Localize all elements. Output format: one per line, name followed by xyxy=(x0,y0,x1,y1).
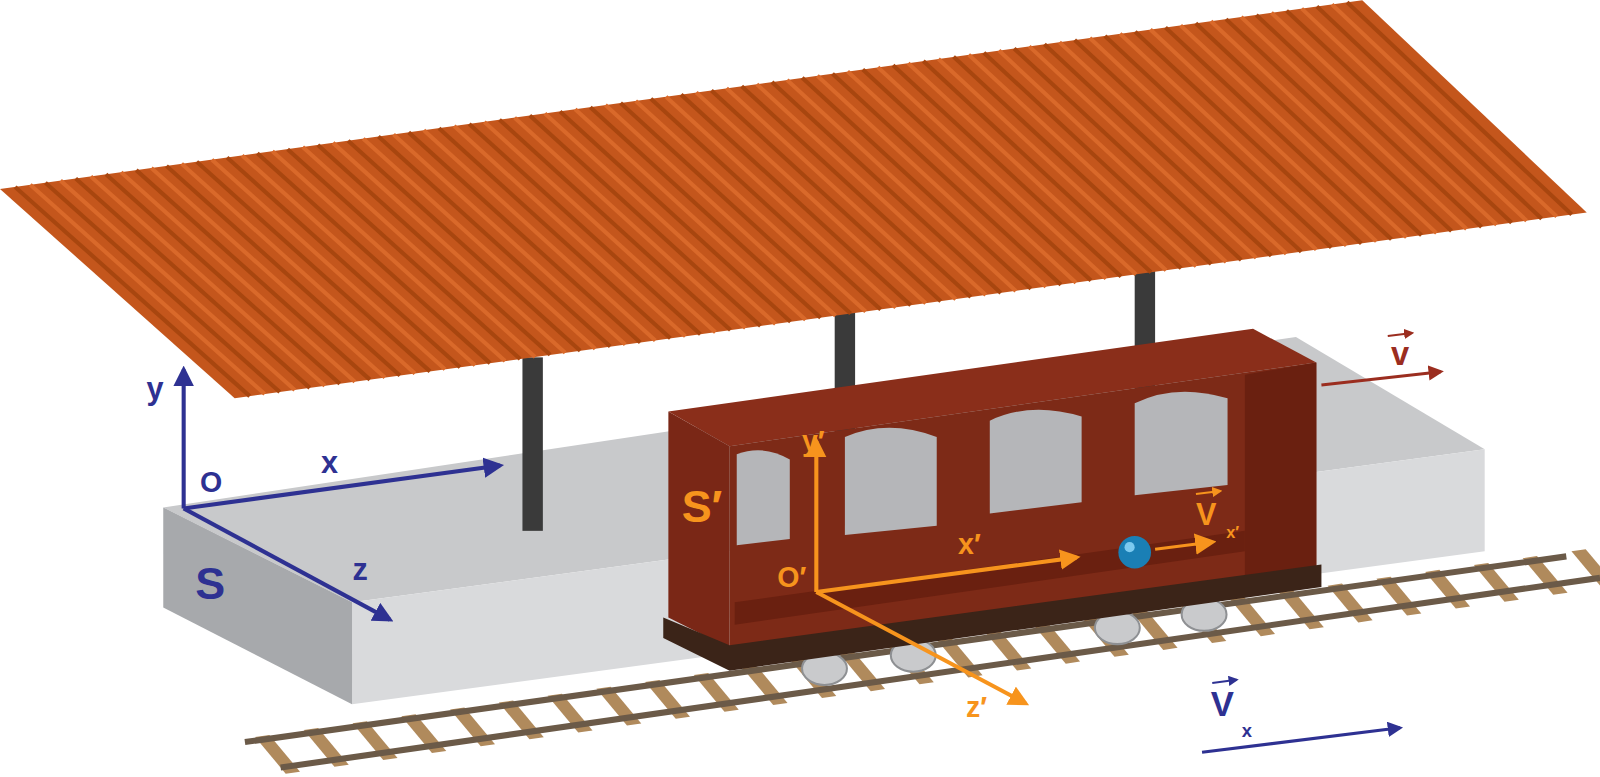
vector-label: V xyxy=(1196,499,1216,530)
frame-label: S xyxy=(195,561,225,606)
vector-label: V xyxy=(1211,687,1234,722)
roof xyxy=(0,0,1587,398)
car-open-end xyxy=(1245,362,1316,576)
roof-post xyxy=(522,357,542,530)
velocity-arrow xyxy=(1155,542,1212,549)
axis-label: z xyxy=(353,554,368,585)
origin-label: O xyxy=(200,467,222,496)
subscript: x xyxy=(1242,721,1252,739)
axes-s-prime xyxy=(816,441,1076,703)
ball-highlight xyxy=(1124,542,1134,552)
axes-s xyxy=(184,370,500,620)
car-windows xyxy=(737,392,1228,545)
origin-label: O′ xyxy=(777,562,806,591)
vector-marks xyxy=(1196,333,1412,683)
axis-label: x xyxy=(321,447,338,478)
velocity-arrow xyxy=(1202,728,1400,752)
axis-label: x′ xyxy=(958,530,981,559)
car-end xyxy=(668,411,729,648)
axis-label: y xyxy=(147,372,164,403)
platform-side xyxy=(163,507,352,704)
vector-label: v xyxy=(1391,338,1409,371)
frame-label: S′ xyxy=(682,485,723,530)
axis-label: y′ xyxy=(802,427,825,456)
velocity-arrow xyxy=(1321,372,1440,385)
ball xyxy=(1118,536,1151,569)
axis-label: z′ xyxy=(966,693,987,722)
subscript: x′ xyxy=(1226,523,1239,539)
roof-corrugation xyxy=(15,2,1572,396)
car-base xyxy=(663,565,1321,671)
